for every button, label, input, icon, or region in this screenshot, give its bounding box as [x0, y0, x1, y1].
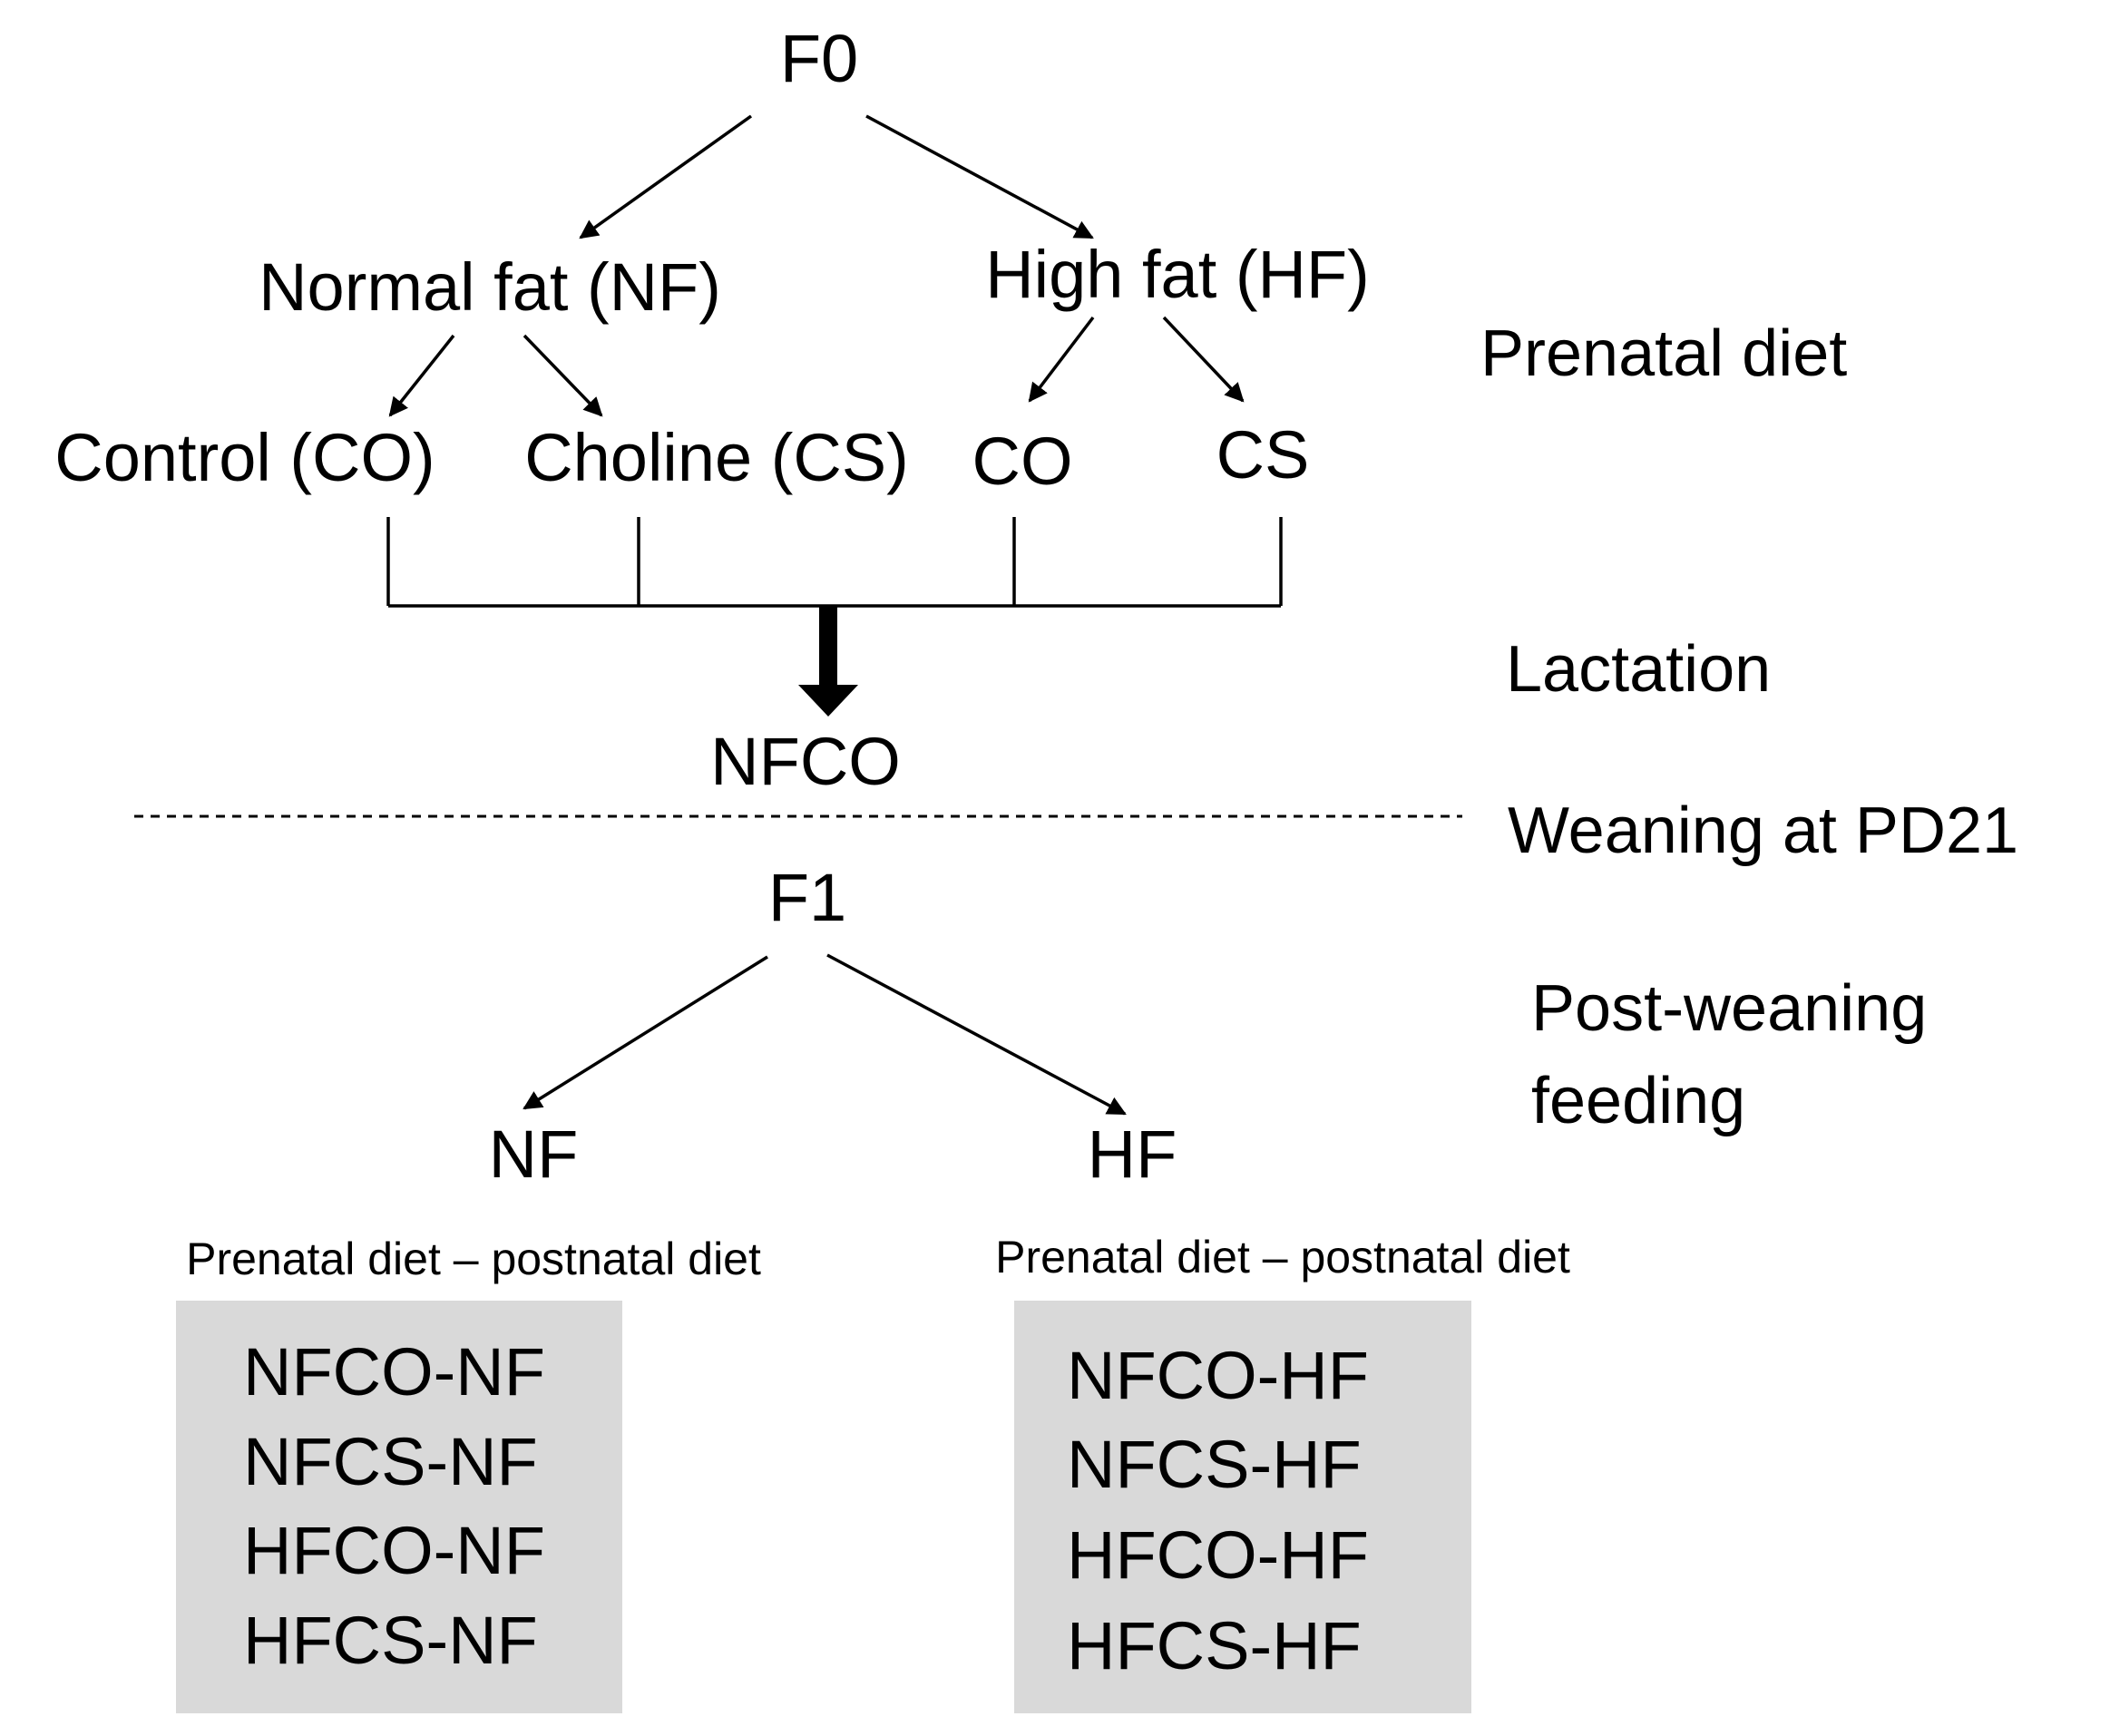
phase-lactation: Lactation [1506, 633, 1771, 706]
lactation-arrow [798, 606, 858, 717]
post-weaning-hf-label: HF [1088, 1117, 1177, 1192]
nf-groups-box: NFCO-NF NFCS-NF HFCO-NF HFCS-NF [176, 1301, 622, 1713]
phase-post-weaning-line2: feeding [1531, 1065, 1745, 1137]
group-label: HFCS-HF [1067, 1608, 1362, 1683]
group-label: NFCO-HF [1067, 1338, 1369, 1413]
f1-label: F1 [768, 860, 846, 935]
control-co-label: Control (CO) [54, 420, 435, 495]
phase-post-weaning-line1: Post-weaning [1531, 972, 1927, 1045]
choline-cs-label: Choline (CS) [524, 420, 909, 495]
group-label: HFCO-NF [243, 1513, 545, 1588]
arrow-f1-to-nf [523, 955, 768, 1110]
group-label: NFCS-HF [1067, 1427, 1362, 1502]
group-label: HFCO-HF [1067, 1517, 1369, 1593]
arrow-f0-to-high-fat [865, 114, 1094, 239]
arrow-f0-to-normal-fat [579, 114, 753, 239]
hf-cs-label: CS [1216, 417, 1310, 493]
arrow-f1-to-hf [826, 953, 1127, 1116]
nf-box-caption: Prenatal diet – postnatal diet [186, 1234, 761, 1284]
post-weaning-nf-label: NF [489, 1117, 579, 1192]
phase-prenatal-diet: Prenatal diet [1480, 317, 1847, 390]
hf-box-caption: Prenatal diet – postnatal diet [995, 1232, 1570, 1282]
nfco-label: NFCO [710, 724, 901, 799]
f0-label: F0 [780, 21, 858, 96]
arrow-hf-to-cs [1162, 316, 1245, 403]
arrow-nf-to-control [388, 334, 455, 417]
phase-weaning: Weaning at PD21 [1508, 795, 2018, 867]
group-label: NFCS-NF [243, 1424, 538, 1499]
high-fat-label: High fat (HF) [985, 237, 1370, 312]
normal-fat-label: Normal fat (NF) [259, 249, 721, 325]
group-label: HFCS-NF [243, 1603, 538, 1678]
group-label: NFCO-NF [243, 1334, 545, 1409]
hf-groups-box: NFCO-HF NFCS-HF HFCO-HF HFCS-HF [1014, 1301, 1471, 1713]
hf-co-label: CO [972, 424, 1073, 499]
arrow-hf-to-co [1028, 316, 1095, 403]
arrow-nf-to-choline [523, 334, 603, 417]
group-bracket [386, 517, 1283, 608]
